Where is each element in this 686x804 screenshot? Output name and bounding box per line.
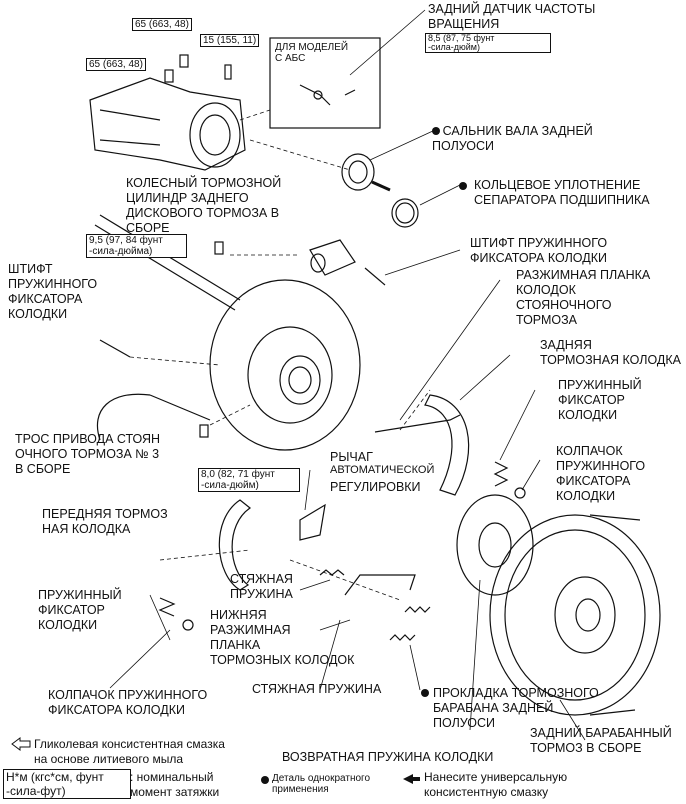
- tension-spring-lower: [404, 606, 431, 613]
- label-adjust-lever-2: АВТОМАТИЧЕСКОЙ: [330, 464, 435, 476]
- lower-strut: [344, 574, 416, 596]
- legend-torque-unit: Н*м (кгс*см, фунт -сила-фут): [3, 769, 131, 799]
- label-tension-spring-upper: СТЯЖНАЯ ПРУЖИНА: [230, 572, 293, 601]
- torque-box-8-0: 8,0 (82, 71 фунт -сила-дюйм): [198, 468, 300, 492]
- label-wheel-cylinder: КОЛЕСНЫЙ ТОРМОЗНОЙ ЦИЛИНДР ЗАДНЕГО ДИСКО…: [126, 176, 282, 235]
- label-rear-speed-sensor: ЗАДНИЙ ДАТЧИК ЧАСТОТЫ ВРАЩЕНИЯ: [428, 2, 596, 31]
- legend-torque-desc: : номинальный момент затяжки: [130, 770, 220, 799]
- leader-lines: [109, 9, 586, 741]
- parking-cable: [96, 393, 211, 441]
- label-lower-strut: НИЖНЯЯ РАЗЖИМНАЯ ПЛАНКА ТОРМОЗНЫХ КОЛОДО…: [210, 608, 355, 667]
- label-rear-shoe: ЗАДНЯЯ ТОРМОЗНАЯ КОЛОДКА: [540, 338, 682, 367]
- label-parking-strut: РАЗЖИМНАЯ ПЛАНКА КОЛОДОК СТОЯНОЧНОГО ТОР…: [516, 268, 651, 327]
- label-axle-seal: САЛЬНИК ВАЛА ЗАДНЕЙ ПОЛУОСИ: [432, 124, 593, 154]
- axle-seal: [341, 153, 375, 191]
- label-hold-spring-right: ПРУЖИННЫЙ ФИКСАТОР КОЛОДКИ: [558, 378, 642, 422]
- o-ring: [391, 198, 419, 228]
- hold-pin-left: [99, 339, 131, 358]
- hold-spring-right: [493, 461, 509, 487]
- label-front-shoe: ПЕРЕДНЯЯ ТОРМОЗ НАЯ КОЛОДКА: [42, 507, 168, 536]
- torque-box-8-5: 8,5 (87, 75 фунт -сила-дюйм): [425, 33, 551, 53]
- label-tension-spring-lower: СТЯЖНАЯ ПРУЖИНА: [252, 682, 382, 696]
- legend-non-reusable: Деталь однократного применения: [272, 773, 371, 795]
- label-drum-assembly: ЗАДНИЙ БАРАБАННЫЙ ТОРМОЗ В СБОРЕ: [530, 726, 672, 755]
- legend-arrow: [11, 737, 31, 751]
- legend-apply-grease: Нанесите универсальную консистентную сма…: [424, 770, 568, 799]
- bolts: [164, 54, 232, 83]
- legend-grease-text: Гликолевая консистентная смазка на основ…: [34, 737, 225, 766]
- abs-inset-frame: [269, 37, 381, 129]
- abs-sensor: [299, 84, 356, 106]
- label-hold-cup-left: КОЛПАЧОК ПРУЖИННОГО ФИКСАТОРА КОЛОДКИ: [48, 688, 208, 717]
- backing-plate: [209, 279, 361, 451]
- drum-gasket: [456, 494, 534, 596]
- hold-cup-right: [514, 487, 526, 499]
- label-hold-cup-right: КОЛПАЧОК ПРУЖИННОГО ФИКСАТОРА КОЛОДКИ: [556, 444, 646, 503]
- return-spring: [389, 634, 416, 641]
- label-drum-gasket: ПРОКЛАДКА ТОРМОЗНОГО БАРАБАНА ЗАДНЕЙ ПОЛ…: [433, 686, 599, 730]
- label-return-spring: ВОЗВРАТНАЯ ПРУЖИНА КОЛОДКИ: [282, 750, 494, 764]
- torque-box-65-top: 65 (663, 48): [132, 18, 192, 31]
- label-hold-pin-left: ШТИФТ ПРУЖИННОГО ФИКСАТОРА КОЛОДКИ: [8, 262, 98, 321]
- grease-arrow: [371, 180, 391, 192]
- label-hold-pin-top: ШТИФТ ПРУЖИННОГО ФИКСАТОРА КОЛОДКИ: [470, 236, 608, 265]
- torque-box-9-5: 9,5 (97, 84 фунт -сила-дюйма): [86, 234, 187, 258]
- label-adjust-lever-1: РЫЧАГ: [330, 450, 373, 464]
- rear-shoe: [424, 394, 470, 496]
- label-adjust-lever-3: РЕГУЛИРОВКИ: [330, 480, 421, 494]
- label-abs-models: ДЛЯ МОДЕЛЕЙ С АБС: [275, 42, 349, 64]
- front-shoe: [218, 499, 252, 591]
- guide-lines: [129, 109, 431, 601]
- label-parking-cable: ТРОС ПРИВОДА СТОЯН ОЧНОГО ТОРМОЗА № 3 В …: [15, 432, 161, 476]
- hold-spring-left: [158, 597, 176, 617]
- wheel-cylinder: [214, 239, 356, 276]
- torque-box-65-left: 65 (663, 48): [86, 58, 146, 71]
- parking-strut: [374, 414, 461, 433]
- label-axle-seal-text: САЛЬНИК ВАЛА ЗАДНЕЙ ПОЛУОСИ: [432, 124, 593, 153]
- torque-box-15: 15 (155, 11): [200, 34, 260, 47]
- brake-drum: [489, 514, 661, 716]
- hold-pin-top: [364, 267, 386, 286]
- hold-cup-left: [182, 619, 194, 631]
- adjust-lever: [299, 503, 326, 541]
- label-hold-spring-left: ПРУЖИННЫЙ ФИКСАТОР КОЛОДКИ: [38, 588, 122, 632]
- label-o-ring: КОЛЬЦЕВОЕ УПЛОТНЕНИЕ СЕПАРАТОРА ПОДШИПНИ…: [474, 178, 650, 207]
- axle-housing: [89, 77, 246, 171]
